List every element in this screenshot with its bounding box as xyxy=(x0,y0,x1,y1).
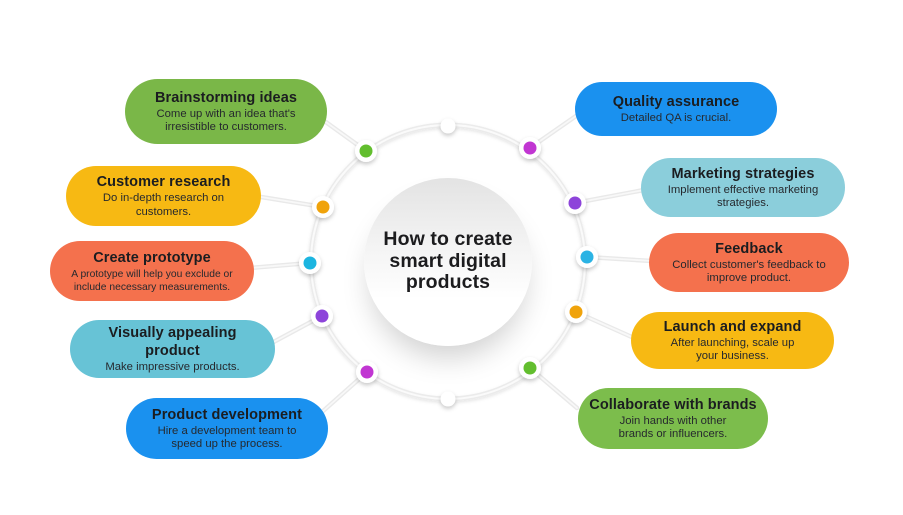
dot-fill xyxy=(315,309,329,323)
bubble-product-development: Product development Hire a development t… xyxy=(126,398,328,459)
connector-dot xyxy=(565,301,587,323)
connector-dot xyxy=(576,246,598,268)
ring-knob-bottom xyxy=(440,391,456,407)
connector-dot xyxy=(312,196,334,218)
bubble-customer-research: Customer research Do in-depth research o… xyxy=(66,166,261,226)
bubble-description: Do in-depth research on customers. xyxy=(102,192,225,218)
dot-fill xyxy=(523,141,537,155)
connector-dot xyxy=(564,192,586,214)
bubble-description: Join hands with other brands or influenc… xyxy=(618,414,728,441)
bubble-launch-and-expand: Launch and expand After launching, scale… xyxy=(631,312,834,369)
bubble-visually-appealing-product: Visually appealing product Make impressi… xyxy=(70,320,275,378)
diagram-title-line: smart digital xyxy=(389,249,507,272)
ring-knob-top xyxy=(440,118,456,134)
connector-dot xyxy=(519,137,541,159)
connector-dot xyxy=(355,140,377,162)
connector-line xyxy=(252,193,326,210)
bubble-description: Come up with an idea that's irresistible… xyxy=(156,107,296,134)
bubble-feedback: Feedback Collect customer's feedback to … xyxy=(649,233,849,292)
bubble-create-prototype: Create prototype A prototype will help y… xyxy=(50,241,254,301)
bubble-description: After launching, scale up your business. xyxy=(670,336,795,363)
bubble-description: Implement effective marketing strategies… xyxy=(667,183,819,210)
bubble-label: Feedback xyxy=(715,240,783,257)
connector-dot xyxy=(299,252,321,274)
bubble-label: Brainstorming ideas xyxy=(154,89,298,106)
diagram-title-line: products xyxy=(405,271,491,293)
dot-fill xyxy=(359,144,373,158)
dot-fill xyxy=(316,200,330,214)
bubble-label: Collaborate with brands xyxy=(589,396,757,413)
dot-fill xyxy=(569,305,583,319)
bubble-label: Product development xyxy=(151,406,303,423)
connector-dot xyxy=(356,361,378,383)
bubble-quality-assurance: Quality assurance Detailed QA is crucial… xyxy=(575,82,777,136)
bubble-description: Hire a development team to speed up the … xyxy=(157,424,297,451)
dot-fill xyxy=(360,365,374,379)
connector-line xyxy=(572,187,647,206)
center-circle xyxy=(364,178,532,346)
connector-dot xyxy=(519,357,541,379)
bubble-description: A prototype will help you exclude or inc… xyxy=(71,268,233,293)
bubble-marketing-strategies: Marketing strategies Implement effective… xyxy=(641,158,845,217)
connector-dot xyxy=(311,305,333,327)
bubble-label: Visually appealing product xyxy=(108,324,237,359)
bubble-description: Make impressive products. xyxy=(105,360,240,373)
bubble-brainstorming-ideas: Brainstorming ideas Come up with an idea… xyxy=(125,79,327,144)
bubble-description: Detailed QA is crucial. xyxy=(620,111,732,124)
dot-fill xyxy=(580,250,594,264)
diagram-title-line: How to create xyxy=(383,228,513,250)
bubble-collaborate-with-brands: Collaborate with brands Join hands with … xyxy=(578,388,768,449)
bubble-description: Collect customer's feedback to improve p… xyxy=(672,258,826,285)
dot-fill xyxy=(523,361,537,375)
diagram-title: How to create smart digital products xyxy=(356,228,540,294)
bubble-label: Quality assurance xyxy=(612,93,740,110)
dot-fill xyxy=(568,196,582,210)
dot-fill xyxy=(303,256,317,270)
bubble-label: Customer research xyxy=(96,174,231,190)
bubble-label: Create prototype xyxy=(93,249,211,266)
bubble-label: Launch and expand xyxy=(663,318,802,335)
bubble-label: Marketing strategies xyxy=(671,165,815,182)
